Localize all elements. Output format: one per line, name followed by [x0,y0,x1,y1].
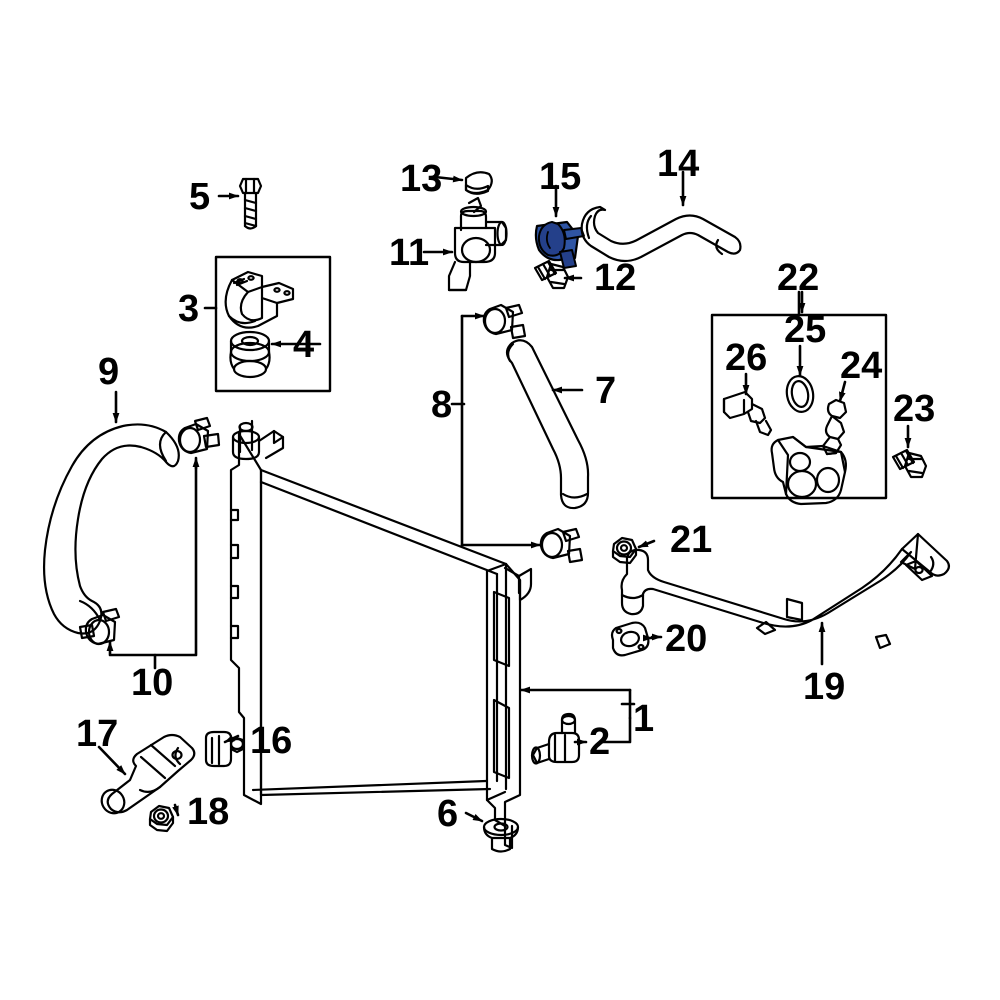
callout-1[interactable]: 1 [633,698,655,740]
part-10-clamp-upper [177,416,221,455]
part-8-clamp-lower [539,527,584,564]
part-17-water-inlet-pipe [100,733,196,815]
callout-11[interactable]: 11 [389,232,430,274]
callout-3[interactable]: 3 [178,288,200,330]
part-4-insulator [229,330,271,379]
callout-5[interactable]: 5 [189,176,211,218]
part-1-radiator-assembly [229,419,533,850]
callout-17[interactable]: 17 [76,713,119,755]
leader-bracket-10 [106,456,200,670]
part-19-coolant-pipe [620,532,951,650]
callout-20[interactable]: 20 [665,618,708,660]
callout-7[interactable]: 7 [595,370,617,412]
part-18-nut [148,804,175,833]
callout-8[interactable]: 8 [431,384,453,426]
callout-25[interactable]: 25 [784,309,827,351]
part-10-clamp-lower [78,607,121,646]
part-2-drain-petcock [530,712,581,765]
part-11-filler-neck [447,196,508,292]
callout-23[interactable]: 23 [893,388,936,430]
callout-19[interactable]: 19 [803,666,846,708]
part-5-bolt [238,177,263,230]
part-15-hose-clamp-highlighted [534,220,585,269]
group-box-3 [214,255,332,393]
callout-16[interactable]: 16 [250,720,293,762]
part-6-lower-insulator [482,817,520,853]
part-24-water-pump-housing [770,398,848,506]
part-26-temperature-sensor [722,390,773,437]
part-8-clamp-upper [482,303,527,340]
part-16-bolt [204,730,245,768]
callout-15[interactable]: 15 [539,156,582,198]
callout-26[interactable]: 26 [725,337,768,379]
callout-18[interactable]: 18 [187,791,230,833]
part-7-upper-hose [505,339,590,510]
callout-24[interactable]: 24 [840,345,883,387]
callout-14[interactable]: 14 [657,143,700,185]
part-21-nut [611,536,638,565]
callout-2[interactable]: 2 [589,721,611,763]
callout-9[interactable]: 9 [98,351,120,393]
part-20-gasket [610,621,650,657]
part-14-overflow-hose [580,205,742,263]
callout-13[interactable]: 13 [400,158,443,200]
part-13-cap [464,171,493,195]
leader-bracket-1 [519,686,636,744]
callout-21[interactable]: 21 [670,519,713,561]
part-23-bolt [891,448,928,479]
leader-bracket-8 [450,312,542,549]
callout-12[interactable]: 12 [594,257,637,299]
part-9-lower-hose [42,423,180,635]
leader-lines [97,170,912,823]
callout-10[interactable]: 10 [131,662,174,704]
part-3-bracket [224,270,295,329]
callout-6[interactable]: 6 [437,793,459,835]
part-12-bolt [533,259,570,290]
callout-4[interactable]: 4 [293,324,315,366]
callout-22[interactable]: 22 [777,257,820,299]
part-25-o-ring-seal [785,375,815,413]
